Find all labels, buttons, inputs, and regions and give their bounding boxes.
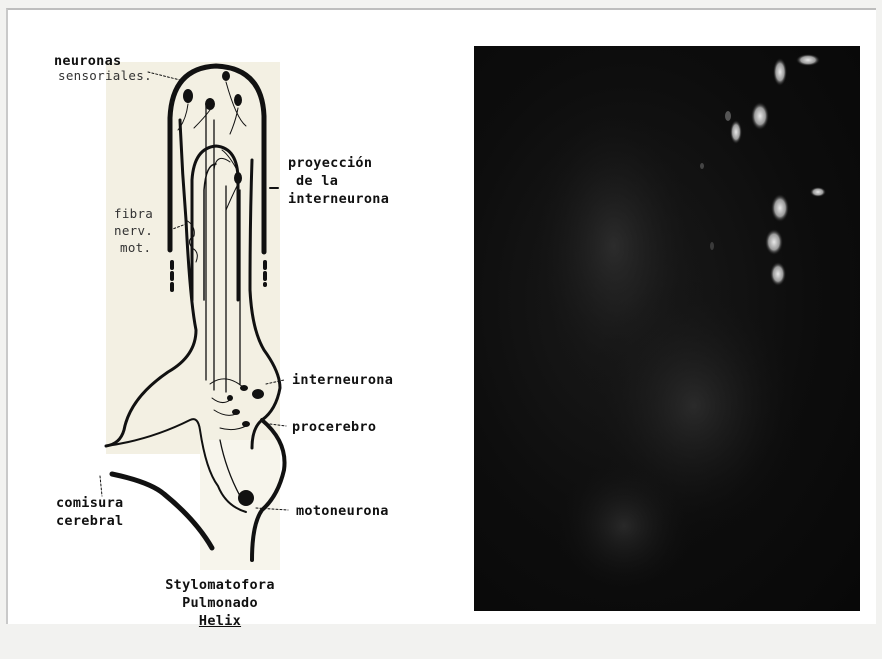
label-comisura: comisura xyxy=(56,496,123,511)
motoneuron-axon xyxy=(220,440,240,496)
fluorescent-speck-3 xyxy=(710,242,714,250)
sensory-neuron-cell-1 xyxy=(183,89,193,103)
fluorescent-cell-7 xyxy=(765,229,783,255)
label-procerebro: procerebro xyxy=(292,420,376,435)
commissure-curve xyxy=(112,474,212,548)
caption-stylomatofora: Stylomatofora xyxy=(160,578,280,593)
fluorescent-cell-8 xyxy=(770,262,786,286)
caption-helix: Helix xyxy=(160,614,280,629)
label-mot: mot. xyxy=(120,240,151,255)
caption-pulmonado: Pulmonado xyxy=(160,596,280,611)
body-outline-lower-right xyxy=(252,420,285,560)
sensory-neuron-cell-3 xyxy=(234,94,242,106)
micrograph-texture xyxy=(474,46,860,611)
label-motoneurona: motoneurona xyxy=(296,504,389,519)
label-interneurona: interneurona xyxy=(292,373,393,388)
label-proyeccion: proyección xyxy=(288,156,372,171)
tissue-haze-3 xyxy=(554,456,694,596)
fluorescent-speck-2 xyxy=(700,163,704,169)
label-sensoriales: sensoriales. xyxy=(58,68,152,83)
leader-interneurona xyxy=(266,380,284,384)
label-cerebral: cerebral xyxy=(56,514,123,529)
sensory-neuron-cell-4 xyxy=(222,71,230,81)
fluorescent-cell-2 xyxy=(796,54,820,66)
leader-procerebro xyxy=(270,424,286,426)
interneuron-projection-cell xyxy=(234,172,242,184)
fluorescent-speck-1 xyxy=(725,111,731,121)
label-fibra: fibra xyxy=(114,206,153,221)
fluorescent-cell-5 xyxy=(771,194,789,222)
fluorescent-cell-3 xyxy=(751,102,769,130)
leader-comisura xyxy=(100,476,102,496)
inner-wall-left xyxy=(192,146,238,300)
sensory-neuron-cell-2 xyxy=(205,98,215,110)
label-neuronas: neuronas xyxy=(54,54,121,69)
body-outline-lower-left xyxy=(106,419,246,512)
fluorescent-cell-4 xyxy=(730,120,742,144)
motoneuron-cell xyxy=(238,490,254,506)
label-nerv: nerv. xyxy=(114,223,153,238)
interneuron-cell-1 xyxy=(252,389,264,399)
nerve-stalk-left xyxy=(106,120,196,446)
fluorescent-cell-1 xyxy=(773,58,787,86)
fluorescence-micrograph xyxy=(474,46,860,611)
leader-sensoriales xyxy=(148,72,180,80)
fluorescent-cell-6 xyxy=(810,187,826,197)
label-interneurona-projection: interneurona xyxy=(288,192,389,207)
label-de-la: de la xyxy=(296,174,338,189)
